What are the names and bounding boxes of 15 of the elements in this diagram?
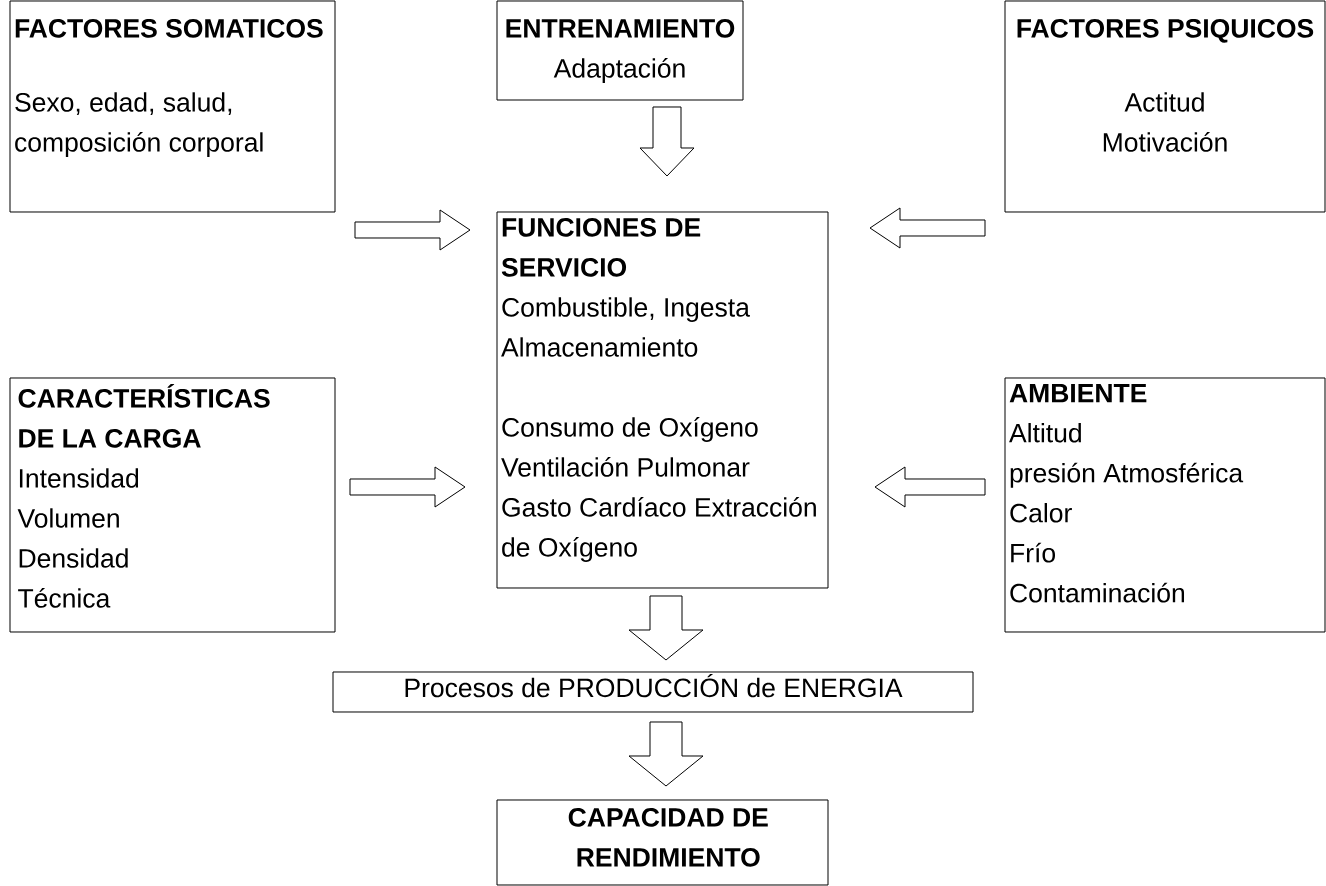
block-arrow bbox=[628, 595, 704, 661]
text-box: Procesos de PRODUCCIÓN de ENERGIA bbox=[332, 671, 974, 713]
block-arrow bbox=[869, 207, 986, 249]
block-arrow bbox=[628, 721, 704, 787]
text-box: ENTRENAMIENTO Adaptación bbox=[496, 0, 744, 101]
block-arrow bbox=[639, 106, 695, 177]
text-box: FACTORES PSIQUICOS Actitud Motivación bbox=[1004, 0, 1326, 213]
text-box: FACTORES SOMATICOS Sexo, edad, salud, composición corporal bbox=[9, 0, 336, 213]
text-box: AMBIENTE Altitud presión Atmosférica Calor Frío Contaminación bbox=[1004, 377, 1326, 633]
block-arrow bbox=[354, 209, 471, 251]
block-arrow bbox=[874, 466, 986, 508]
text-box: FUNCIONES DE SERVICIO Combustible, Ingesta Almacenamiento Consumo de Oxígeno Ventilación Pulmonar Gasto Cardíaco Extracción de Oxígeno bbox=[496, 211, 829, 589]
text-box: CAPACIDAD DE RENDIMIENTO bbox=[496, 799, 829, 886]
block-arrow bbox=[349, 466, 466, 508]
text-box: CARACTERÍSTICAS DE LA CARGA Intensidad Volumen Densidad Técnica bbox=[9, 377, 336, 633]
